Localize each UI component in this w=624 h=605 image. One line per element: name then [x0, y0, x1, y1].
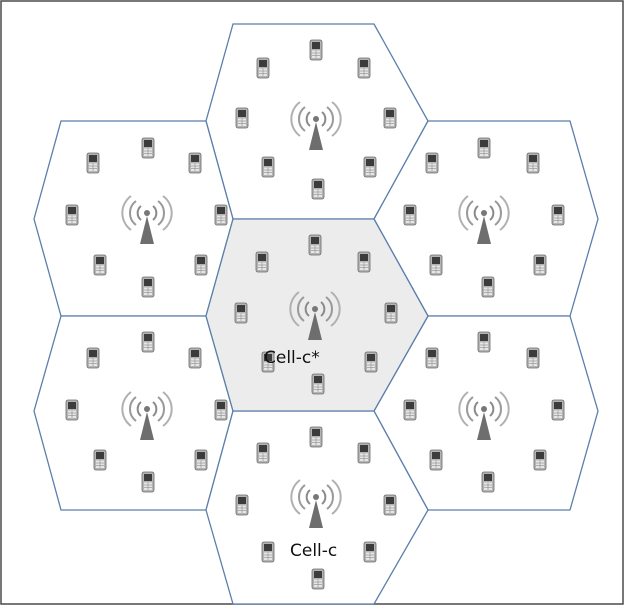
mobile-phone-icon — [188, 152, 202, 174]
mobile-phone-icon — [533, 449, 547, 471]
mobile-phone-icon — [93, 254, 107, 276]
mobile-phone-icon — [214, 204, 228, 226]
mobile-phone-icon — [425, 152, 439, 174]
mobile-phone-icon — [357, 57, 371, 79]
mobile-phone-icon — [141, 276, 155, 298]
mobile-phone-icon — [403, 399, 417, 421]
mobile-phone-icon — [141, 137, 155, 159]
mobile-phone-icon — [261, 541, 275, 563]
mobile-phone-icon — [65, 399, 79, 421]
mobile-phone-icon — [533, 254, 547, 276]
mobile-phone-icon — [234, 302, 248, 324]
mobile-phone-icon — [383, 107, 397, 129]
mobile-phone-icon — [481, 471, 495, 493]
mobile-phone-icon — [261, 156, 275, 178]
mobile-phone-icon — [188, 347, 202, 369]
mobile-phone-icon — [364, 351, 378, 373]
mobile-phone-icon — [235, 107, 249, 129]
mobile-phone-icon — [86, 152, 100, 174]
mobile-phone-icon — [86, 347, 100, 369]
cell-c-label: Cell-c — [290, 541, 337, 561]
mobile-phone-icon — [477, 331, 491, 353]
mobile-phone-icon — [309, 39, 323, 61]
mobile-phone-icon — [194, 254, 208, 276]
mobile-phone-icon — [194, 449, 208, 471]
mobile-phone-icon — [363, 541, 377, 563]
mobile-phone-icon — [477, 137, 491, 159]
mobile-phone-icon — [357, 251, 371, 273]
mobile-phone-icon — [311, 373, 325, 395]
mobile-phone-icon — [403, 204, 417, 226]
mobile-phone-icon — [384, 302, 398, 324]
mobile-phone-icon — [308, 234, 322, 256]
mobile-phone-icon — [481, 276, 495, 298]
mobile-phone-icon — [235, 494, 249, 516]
mobile-phone-icon — [551, 204, 565, 226]
mobile-phone-icon — [65, 204, 79, 226]
mobile-phone-icon — [429, 254, 443, 276]
mobile-phone-icon — [425, 347, 439, 369]
mobile-phone-icon — [363, 156, 377, 178]
cell-c-star-label: Cell-c* — [264, 348, 320, 368]
mobile-phone-icon — [141, 331, 155, 353]
mobile-phone-icon — [383, 494, 397, 516]
mobile-phone-icon — [526, 152, 540, 174]
mobile-phone-icon — [256, 57, 270, 79]
cell-lower-left — [33, 315, 234, 511]
mobile-phone-icon — [256, 442, 270, 464]
mobile-phone-icon — [429, 449, 443, 471]
mobile-phone-icon — [311, 568, 325, 590]
mobile-phone-icon — [141, 471, 155, 493]
mobile-phone-icon — [93, 449, 107, 471]
mobile-phone-icon — [357, 442, 371, 464]
mobile-phone-icon — [551, 399, 565, 421]
mobile-phone-icon — [526, 347, 540, 369]
mobile-phone-icon — [311, 178, 325, 200]
mobile-phone-icon — [309, 426, 323, 448]
mobile-phone-icon — [255, 251, 269, 273]
cell-upper-left — [33, 120, 234, 317]
mobile-phone-icon — [214, 399, 228, 421]
